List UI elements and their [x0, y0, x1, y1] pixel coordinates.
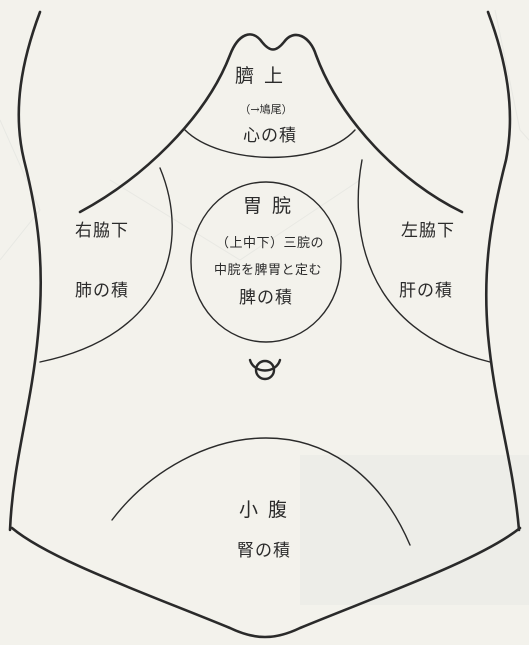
- lower-region-title: 小 腹: [239, 499, 289, 521]
- right-region-title: 右脇下: [75, 221, 129, 241]
- upper-region-title: 臍 上: [235, 65, 285, 87]
- pelvic-outline: [10, 526, 522, 639]
- epigastric-circle: [190, 181, 342, 343]
- left-region-title: 左脇下: [401, 221, 455, 241]
- heart-region-boundary: [184, 129, 356, 159]
- lower-abdomen-dome: [111, 437, 411, 546]
- center-region-organ: 脾の積: [239, 288, 293, 308]
- navel-symbol-icon: [248, 358, 282, 381]
- sternum-outline: [78, 33, 464, 214]
- right-region-organ: 肺の積: [75, 281, 129, 301]
- center-region-line1: （上中下）三脘の: [216, 236, 324, 251]
- left-region-organ: 肝の積: [399, 281, 453, 301]
- center-region-line2: 中脘を脾胃と定む: [214, 263, 322, 278]
- torso-right-outline: [484, 10, 521, 532]
- left-hypochondrium-boundary: [357, 159, 491, 363]
- background-texture: [0, 9, 529, 605]
- upper-region-note: （→鳩尾）: [239, 102, 292, 116]
- center-region-title: 胃 脘: [243, 195, 293, 217]
- upper-region-organ: 心の積: [243, 126, 297, 146]
- lower-region-organ: 腎の積: [237, 541, 291, 561]
- torso-left-outline: [8, 10, 43, 532]
- right-hypochondrium-boundary: [39, 167, 173, 363]
